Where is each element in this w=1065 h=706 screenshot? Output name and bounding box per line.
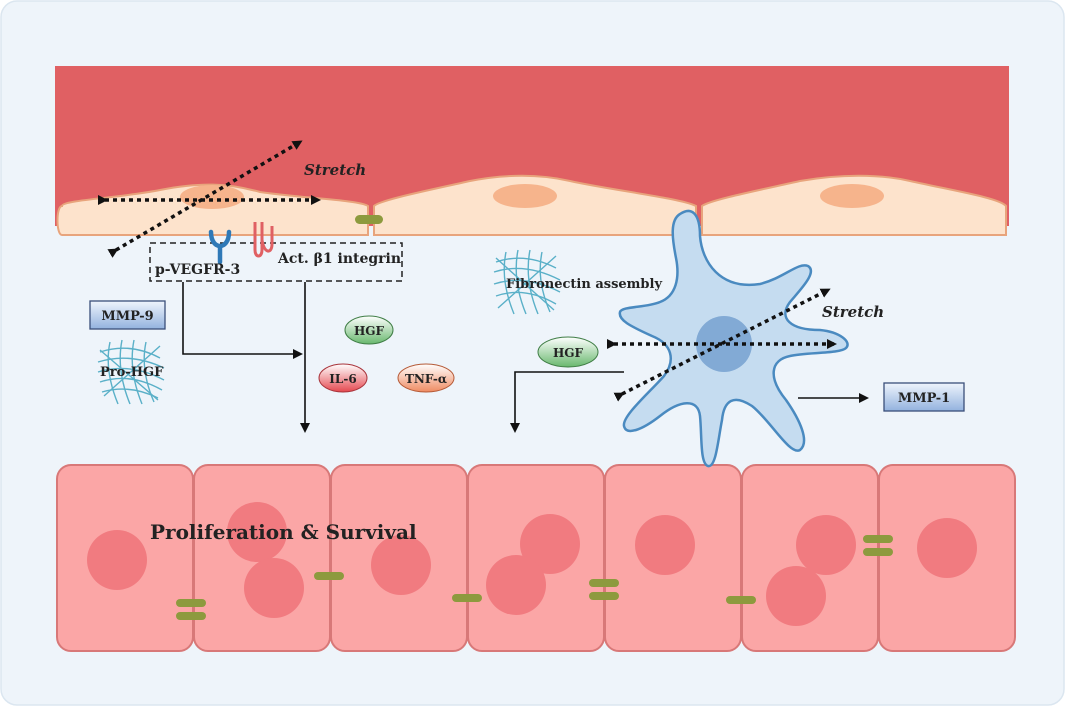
epithelial-nucleus [766,566,826,626]
stretch-arrow-diagonal [107,140,303,258]
vegfr3-label: p-VEGFR-3 [155,262,240,278]
epithelial-nucleus [635,515,695,575]
endothelial-layer [56,174,1007,236]
stretch-arrows-fibroblast [607,288,837,402]
mmp9-box [89,300,166,330]
receptor-to-signal-arrow [182,282,303,359]
pro-hgf-mesh-icon [97,339,165,405]
epithelial-nucleus [917,518,977,578]
tnf-alpha-label: TNF-α [405,372,447,386]
stretch-label-endothelium: Stretch [304,161,366,179]
pathway-arrows-left [182,282,310,433]
receptor-complex-box [149,242,403,282]
hgf-factor-right [537,336,599,368]
stretch-label-fibroblast: Stretch [822,303,884,321]
stretch-arrows-endothelium [98,140,321,258]
epithelial-layer [56,438,1016,652]
proliferation-label: Proliferation & Survival [150,520,417,544]
il6-label: IL-6 [329,372,356,386]
vegfr3-receptor-icon [208,229,232,265]
mmp9-label: MMP-9 [101,309,153,324]
mmp1-box [883,382,965,412]
tnf-alpha-factor [397,363,455,393]
hgf-label-center: HGF [354,324,385,338]
pro-hgf-label: Pro-HGF [100,365,164,380]
endothelial-nucleus-2 [493,184,557,208]
epithelial-nucleus [87,530,147,590]
beta1-integrin-icon [253,222,274,258]
hgf-label-right: HGF [553,346,584,360]
endothelial-nucleus-1 [180,185,244,209]
epithelial-nucleus [227,502,287,562]
epithelial-nucleus [244,558,304,618]
epithelial-nucleus [486,555,546,615]
hgf-factor-center [344,315,394,345]
tight-junction [863,548,893,556]
endothelial-nucleus-3 [820,184,884,208]
il6-factor [318,363,368,393]
endothelial-junction [355,215,383,224]
tight-junction [176,612,206,620]
mmp1-label: MMP-1 [898,391,950,406]
epithelial-nucleus [796,515,856,575]
tight-junction [726,596,756,604]
fibronectin-mesh-icon [493,249,561,315]
epithelial-nucleus [520,514,580,574]
tight-junction [452,594,482,602]
fibroblast-stretch-diagonal [613,288,831,402]
tight-junction [589,592,619,600]
tight-junction [863,535,893,543]
integrin-label: Act. β1 integrin [277,251,401,267]
tight-junction [176,599,206,607]
epithelial-nucleus [371,535,431,595]
fibronectin-label: Fibronectin assembly [506,277,662,292]
fibroblast-to-epithelium-arrow [510,371,624,433]
tight-junction [589,579,619,587]
tight-junction [314,572,344,580]
